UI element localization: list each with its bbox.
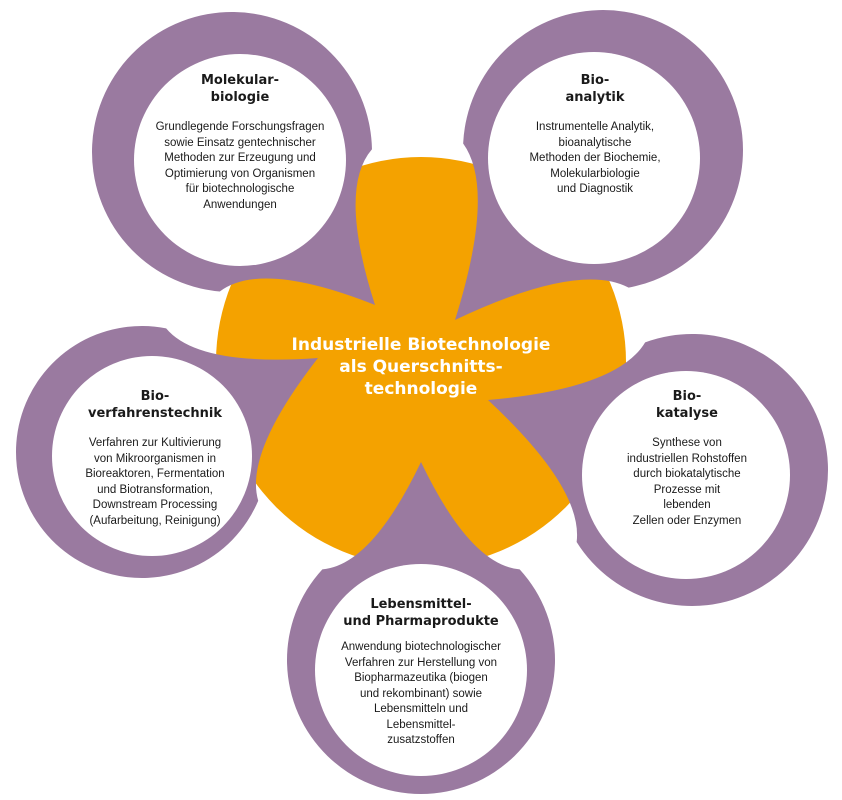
petal-title: Bio- katalyse — [656, 389, 718, 421]
petal-inner-circle — [315, 564, 527, 776]
petal-title: Molekular- biologie — [200, 73, 280, 105]
petal-title: Bio- analytik — [565, 73, 625, 105]
petal-text: Verfahren zur Kultivierung von Mikroorga… — [85, 437, 225, 527]
petal-bioanalytik: Bio- analytik Instrumentelle Analytik, b… — [500, 72, 690, 198]
petal-lebensmittel-pharma: Lebensmittel- und Pharmaprodukte Anwendu… — [321, 596, 521, 749]
petal-biokatalyse: Bio- katalyse Synthese von industriellen… — [592, 388, 782, 529]
petal-molekularbiologie: Molekular- biologie Grundlegende Forschu… — [140, 72, 340, 213]
petal-inner-circle — [582, 371, 790, 579]
petal-title: Lebensmittel- und Pharmaprodukte — [343, 597, 499, 629]
center-label: Industrielle Biotechnologie als Querschn… — [291, 335, 551, 399]
petal-text: Anwendung biotechnologischer Verfahren z… — [341, 641, 501, 746]
petal-title: Bio- verfahrenstechnik — [88, 389, 222, 421]
petal-bioverfahrenstechnik: Bio- verfahrenstechnik Verfahren zur Kul… — [60, 388, 250, 529]
petal-text: Synthese von industriellen Rohstoffen du… — [627, 437, 747, 527]
petal-inner-circle — [488, 52, 700, 264]
petal-text: Grundlegende Forschungsfragen sowie Eins… — [155, 121, 325, 211]
petal-inner-circle — [134, 54, 346, 266]
petal-text: Instrumentelle Analytik, bioanalytische … — [529, 121, 661, 195]
petal-inner-circle — [52, 356, 252, 556]
